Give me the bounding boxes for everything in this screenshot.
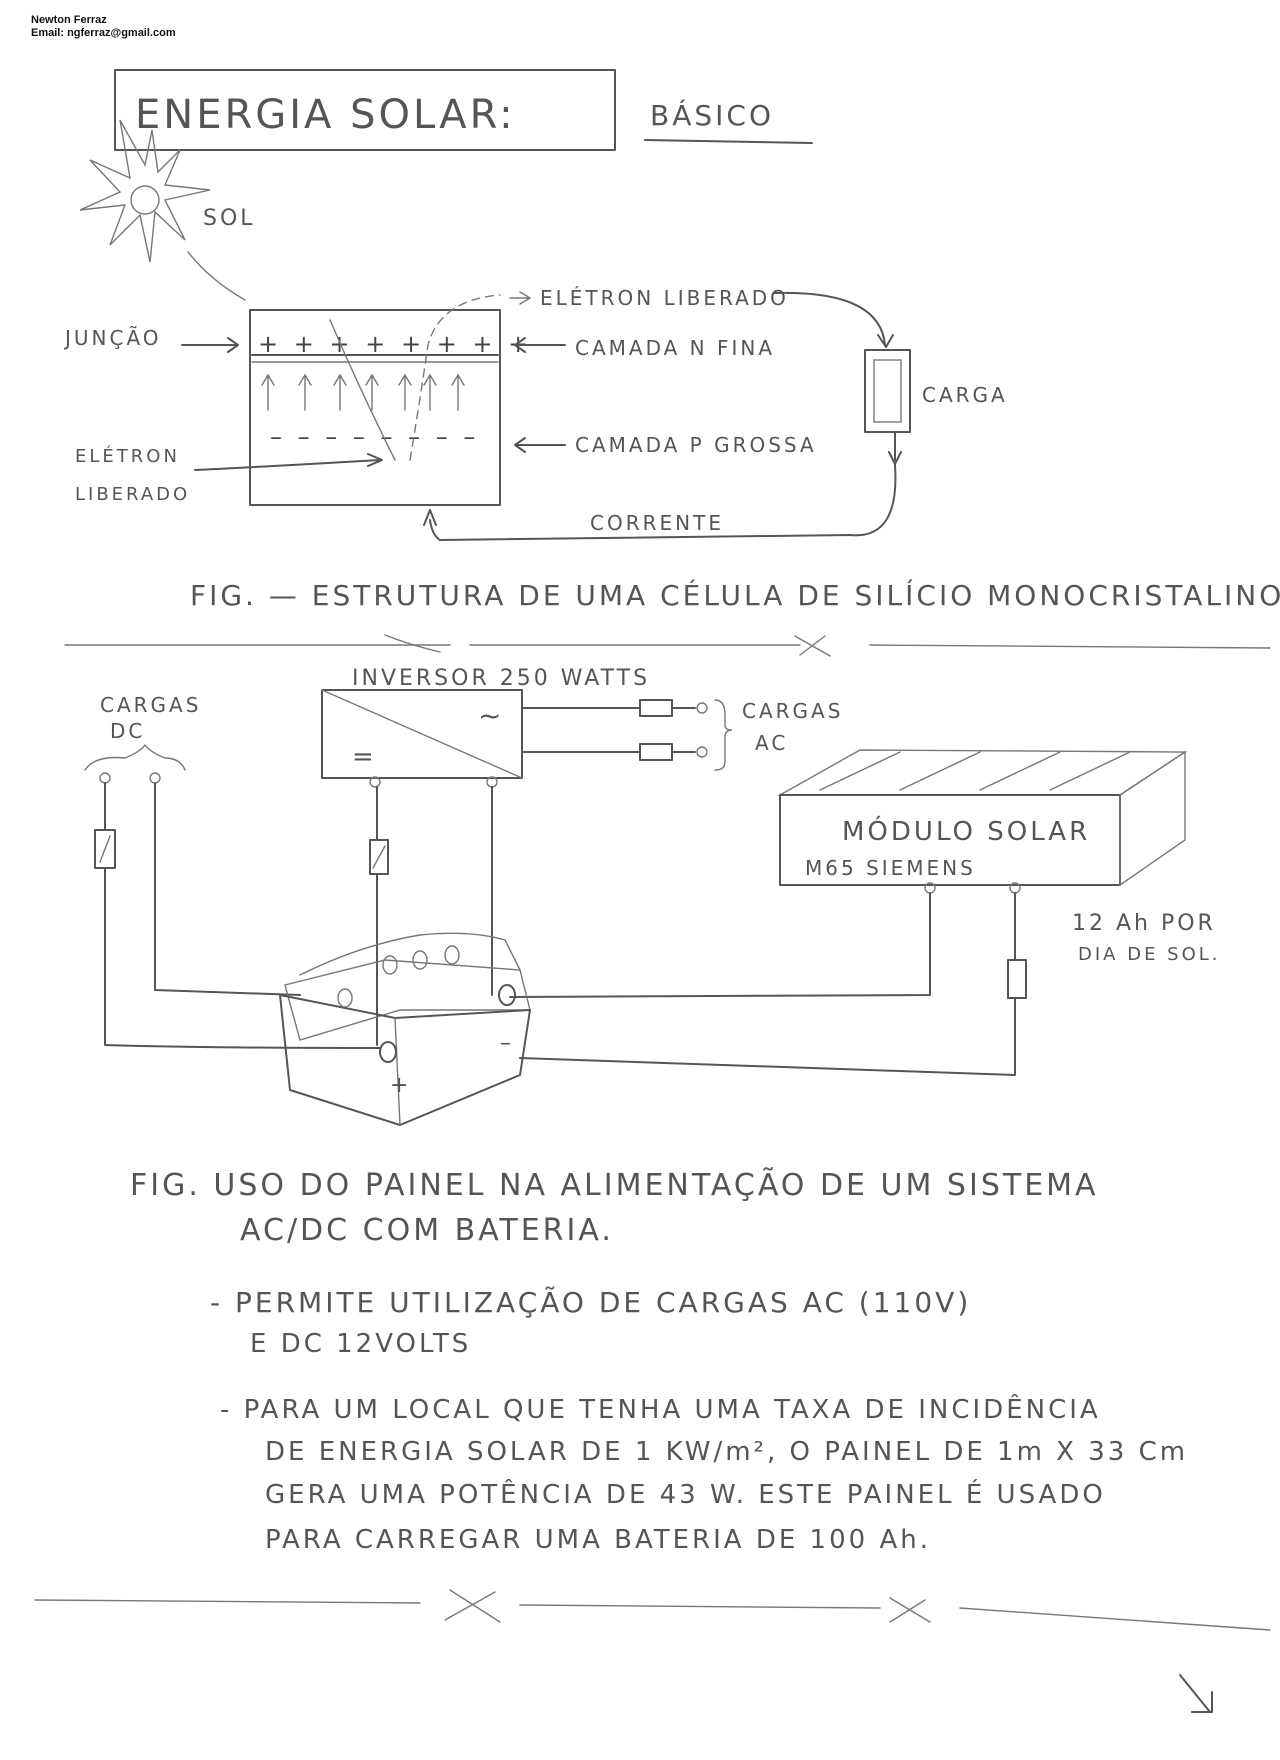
electron-freed-left-label-2: LIBERADO (75, 484, 190, 505)
bullet2-line-1: - PARA UM LOCAL QUE TENHA UMA TAXA DE IN… (220, 1393, 1101, 1425)
module-label-2: M65 SIEMENS (805, 856, 976, 880)
ac-switch-top (639, 699, 673, 717)
inverter-box (321, 689, 523, 779)
light-path-line (329, 319, 396, 461)
sun-icon (79, 119, 211, 263)
subtitle-text: BÁSICO (650, 98, 774, 132)
load-label: CARGA (922, 383, 1008, 407)
battery-icon (279, 932, 531, 1126)
dc-terminal-right (149, 772, 161, 784)
solar-module (777, 749, 1188, 887)
dc-loads-brace (84, 743, 186, 771)
inverter-label: INVERSOR 250 WATTS (352, 666, 650, 691)
p-layer-arrow (514, 437, 566, 453)
fig2-caption-1: FIG. USO DO PAINEL NA ALIMENTAÇÃO DE UM … (130, 1167, 1099, 1203)
load-resistor (864, 349, 911, 433)
separator-2 (34, 1589, 1271, 1631)
fig2-system-diagram: CARGAS DC INVERSOR 250 WATTS ~ = CARGAS … (84, 666, 1221, 1555)
p-layer-charges: – – – – – – – – (270, 423, 479, 451)
inverter-dc-symbol: = (352, 742, 377, 772)
n-layer-label: CAMADA N FINA (575, 336, 775, 360)
module-diode (1007, 959, 1027, 999)
dc-right-wire (154, 782, 301, 996)
electron-path-dashed (409, 294, 501, 461)
ac-loads-label-1: CARGAS (742, 699, 843, 723)
bullet2-line-3: GERA UMA POTÊNCIA DE 43 W. ESTE PAINEL É… (265, 1478, 1106, 1510)
battery-minus-label: – (500, 1031, 514, 1056)
electron-to-load-wire (774, 291, 894, 348)
dc-left-wire (104, 782, 381, 1049)
sun-label: SOL (203, 206, 256, 231)
fig2-caption-2: AC/DC COM BATERIA. (240, 1213, 614, 1248)
bullet2-line-4: PARA CARREGAR UMA BATERIA DE 100 Ah. (265, 1525, 931, 1555)
dc-loads-label-1: CARGAS (100, 693, 201, 717)
ac-loads-brace (714, 699, 733, 771)
sun-ray-line (187, 251, 246, 301)
dc-loads-label-2: DC (110, 719, 145, 743)
electron-freed-top-label: ELÉTRON LIBERADO (540, 286, 789, 310)
n-layer-charges: + + + + + + + + (258, 330, 532, 358)
battery-plus-label: + (390, 1073, 411, 1098)
author-email: Email: ngferraz@gmail.com (31, 27, 176, 39)
subtitle-underline (644, 139, 813, 144)
junction-arrow (181, 337, 239, 353)
electron-freed-arrow (194, 453, 383, 471)
current-label: CORRENTE (590, 511, 724, 535)
bullet2-line-2: DE ENERGIA SOLAR DE 1 KW/m², O PAINEL DE… (265, 1437, 1188, 1467)
bullet1-line-1: - PERMITE UTILIZAÇÃO DE CARGAS AC (110V) (210, 1286, 971, 1319)
fig1-caption: FIG. — ESTRUTURA DE UMA CÉLULA DE SILÍCI… (190, 578, 1280, 612)
bullet1-line-2: E DC 12VOLTS (250, 1329, 471, 1359)
ac-loads-label-2: AC (755, 731, 788, 755)
n-layer-arrow (514, 337, 566, 353)
module-neg-wire (519, 892, 1016, 1076)
junction-label: JUNÇÃO (63, 326, 162, 350)
author-name: Newton Ferraz (31, 14, 107, 26)
page-turn-arrow-icon (1179, 1674, 1213, 1713)
rate-label-2: DIA DE SOL. (1078, 944, 1221, 965)
p-layer-label: CAMADA P GROSSA (575, 433, 817, 457)
rate-label-1: 12 Ah POR (1072, 911, 1216, 936)
inverter-ac-symbol: ~ (478, 699, 504, 732)
separator-1 (64, 634, 1271, 657)
ac-switch-bottom (639, 743, 673, 761)
module-label-1: MÓDULO SOLAR (842, 815, 1090, 847)
title-text: ENERGIA SOLAR: (135, 92, 516, 138)
current-return-wire (423, 464, 897, 541)
module-pos-wire (509, 892, 931, 998)
silicon-cell (249, 309, 501, 506)
title-box: ENERGIA SOLAR: BÁSICO (114, 69, 813, 151)
inverter-fuse (369, 839, 389, 875)
field-arrows (261, 373, 465, 411)
dc-terminal-left (99, 772, 111, 784)
electron-freed-left-label-1: ELÉTRON (75, 445, 180, 467)
fig1-cell-diagram: SOL + + + + + + + + – – – – – – – – JUNÇ… (63, 119, 1280, 612)
author-block: Newton Ferraz Email: ngferraz@gmail.com (31, 14, 176, 40)
